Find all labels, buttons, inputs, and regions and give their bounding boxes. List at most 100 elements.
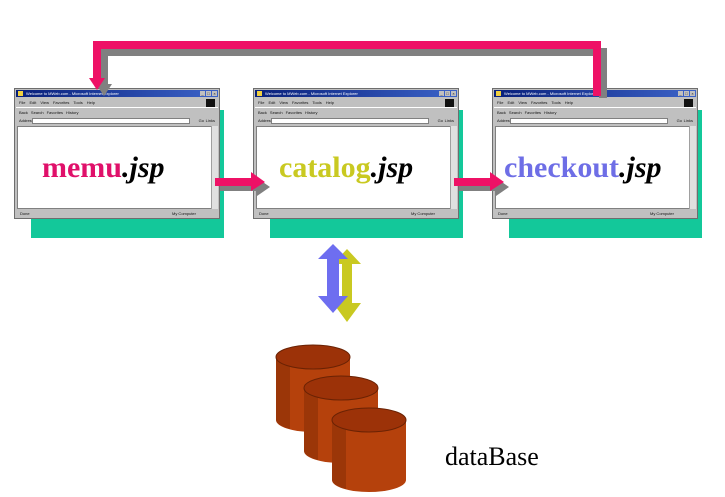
menu-favorites[interactable]: Favorites [52, 99, 70, 105]
database-cylinders-icon [275, 344, 407, 492]
page-label-memu: memu.jsp [42, 150, 165, 184]
menu-help[interactable]: Help [86, 99, 95, 105]
window-titlebar: Welcome to MWeb.com - Microsoft Internet… [16, 90, 218, 97]
zone-text: My Computer [171, 211, 196, 216]
menu-tools[interactable]: Tools [312, 99, 322, 105]
status-bar: Done My Computer [255, 209, 457, 217]
back-button[interactable]: Back [19, 110, 28, 115]
page-ext: .jsp [121, 150, 165, 184]
maximize-icon[interactable]: □ [684, 91, 689, 96]
menu-favorites[interactable]: Favorites [530, 99, 548, 105]
browser-window-checkout: Welcome to MWeb.com - Microsoft Internet… [492, 88, 698, 219]
menu-file[interactable]: File [497, 99, 504, 105]
menu-help[interactable]: Help [564, 99, 573, 105]
menu-help[interactable]: Help [325, 99, 334, 105]
ie-icon [496, 91, 501, 96]
browser-window-catalog: Welcome to MWeb.com - Microsoft Internet… [253, 88, 459, 219]
history-button[interactable]: History [305, 110, 318, 115]
back-button[interactable]: Back [258, 110, 267, 115]
zone-text: My Computer [649, 211, 674, 216]
page-label-catalog: catalog.jsp [279, 150, 414, 184]
page-name: memu [42, 150, 122, 184]
window-controls: _ □ × [678, 91, 695, 96]
toolbar: Back Search Favorites History [255, 107, 457, 117]
minimize-icon[interactable]: _ [678, 91, 683, 96]
window-controls: _ □ × [439, 91, 456, 96]
browser-window-memu: Welcome to MWeb.com - Microsoft Internet… [14, 88, 220, 219]
vertical-scrollbar[interactable] [211, 126, 218, 209]
history-button[interactable]: History [544, 110, 557, 115]
minimize-icon[interactable]: _ [439, 91, 444, 96]
search-button[interactable]: Search [269, 110, 283, 115]
address-label: Address [19, 118, 34, 123]
flow-arrow-memu-to-catalog [215, 172, 270, 196]
go-button[interactable]: Go [676, 118, 682, 123]
ie-icon [18, 91, 23, 96]
vertical-scrollbar[interactable] [689, 126, 696, 209]
status-text: Done [259, 211, 269, 216]
minimize-icon[interactable]: _ [200, 91, 205, 96]
window-title: Welcome to MWeb.com - Microsoft Internet… [265, 91, 358, 96]
search-button[interactable]: Search [508, 110, 522, 115]
window-titlebar: Welcome to MWeb.com - Microsoft Internet… [255, 90, 457, 97]
history-button[interactable]: History [66, 110, 79, 115]
window-controls: _ □ × [200, 91, 217, 96]
status-text: Done [20, 211, 30, 216]
go-button[interactable]: Go [437, 118, 443, 123]
page-name: checkout [504, 150, 619, 184]
bidirectional-db-arrow [318, 244, 361, 322]
links-button[interactable]: Links [683, 118, 693, 123]
menu-bar: File Edit View Favorites Tools Help [16, 98, 218, 106]
menu-tools[interactable]: Tools [551, 99, 561, 105]
windows-logo-icon [684, 99, 693, 108]
window-title: Welcome to MWeb.com - Microsoft Internet… [26, 91, 119, 96]
page-content: checkout.jsp [495, 126, 690, 209]
menu-file[interactable]: File [258, 99, 265, 105]
close-icon[interactable]: × [212, 91, 217, 96]
back-button[interactable]: Back [497, 110, 506, 115]
menu-bar: File Edit View Favorites Tools Help [255, 98, 457, 106]
menu-bar: File Edit View Favorites Tools Help [494, 98, 696, 106]
links-button[interactable]: Links [444, 118, 454, 123]
checkout-to-menu-loop-arrow [89, 41, 607, 98]
maximize-icon[interactable]: □ [445, 91, 450, 96]
close-icon[interactable]: × [690, 91, 695, 96]
status-bar: Done My Computer [494, 209, 696, 217]
menu-tools[interactable]: Tools [73, 99, 83, 105]
page-ext: .jsp [619, 150, 662, 184]
page-content: catalog.jsp [256, 126, 451, 209]
status-text: Done [498, 211, 508, 216]
go-button[interactable]: Go [198, 118, 204, 123]
menu-view[interactable]: View [279, 99, 288, 105]
address-label: Address [258, 118, 273, 123]
windows-logo-icon [445, 99, 454, 108]
db-cylinder-3 [331, 407, 407, 492]
page-name: catalog [279, 150, 371, 184]
toolbar: Back Search Favorites History [494, 107, 696, 117]
windows-logo-icon [206, 99, 215, 108]
menu-edit[interactable]: Edit [29, 99, 37, 105]
menu-edit[interactable]: Edit [507, 99, 515, 105]
search-button[interactable]: Search [30, 110, 44, 115]
page-ext: .jsp [370, 150, 414, 184]
menu-edit[interactable]: Edit [268, 99, 276, 105]
database-label: dataBase [445, 442, 539, 471]
address-label: Address [497, 118, 512, 123]
links-button[interactable]: Links [205, 118, 215, 123]
favorites-button[interactable]: Favorites [285, 110, 303, 115]
close-icon[interactable]: × [451, 91, 456, 96]
status-bar: Done My Computer [16, 209, 218, 217]
maximize-icon[interactable]: □ [206, 91, 211, 96]
ie-icon [257, 91, 262, 96]
menu-view[interactable]: View [40, 99, 49, 105]
favorites-button[interactable]: Favorites [46, 110, 64, 115]
flow-arrow-catalog-to-checkout [454, 172, 509, 196]
menu-file[interactable]: File [19, 99, 26, 105]
favorites-button[interactable]: Favorites [524, 110, 542, 115]
vertical-scrollbar[interactable] [450, 126, 457, 209]
page-content: memu.jsp [17, 126, 212, 209]
menu-view[interactable]: View [518, 99, 527, 105]
menu-favorites[interactable]: Favorites [291, 99, 309, 105]
